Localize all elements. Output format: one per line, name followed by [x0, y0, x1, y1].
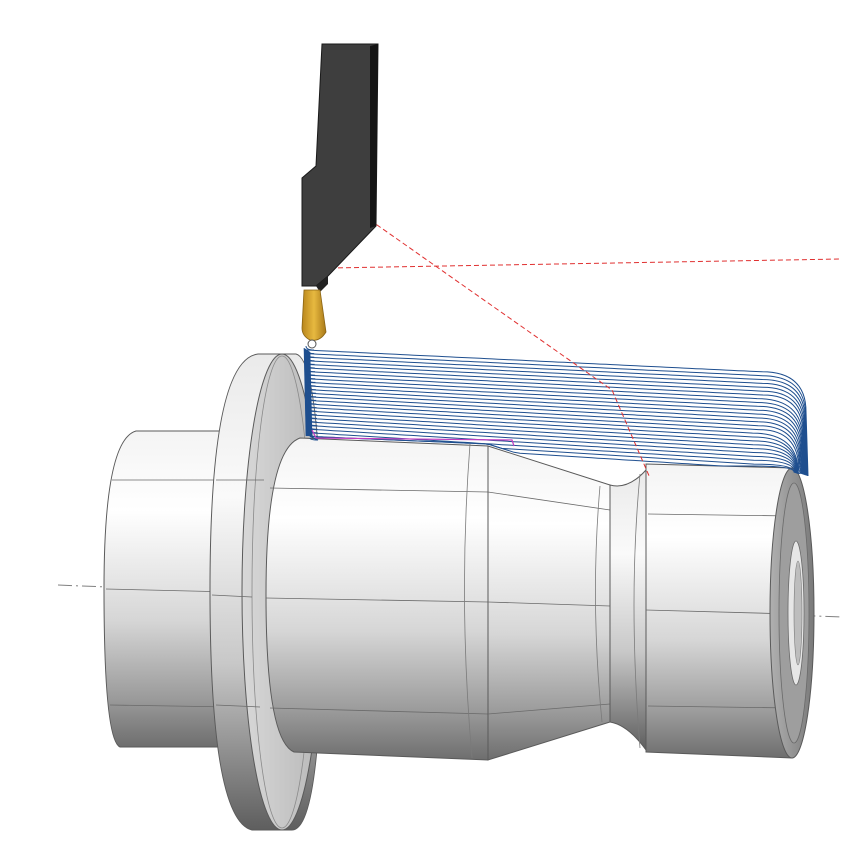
toolpath-pass — [307, 382, 804, 475]
toolpath-pass — [307, 386, 804, 475]
toolpath-pass — [305, 345, 809, 477]
toolpath-pass — [306, 375, 805, 475]
toolpath-pass — [305, 349, 809, 476]
toolpath-pass — [305, 356, 808, 476]
toolpath-pass — [308, 419, 799, 474]
toolpath-pass — [306, 360, 807, 476]
toolpath-pass — [307, 401, 802, 474]
toolpath-pass — [305, 353, 808, 476]
toolpath-pass — [309, 430, 797, 473]
toolpath-pass — [308, 412, 800, 474]
main-body-cylinder — [265, 437, 489, 761]
taper-section — [487, 445, 611, 761]
toolpath-highlight — [311, 429, 515, 447]
toolpath-pass — [308, 408, 800, 474]
toolpath-pass — [307, 397, 802, 474]
turning-tool-icon[interactable] — [301, 43, 379, 349]
toolpath-pass — [308, 415, 799, 474]
toolpath-pass — [306, 364, 807, 476]
toolpath-pass — [308, 423, 798, 474]
toolpath-pass — [309, 426, 798, 473]
toolpath-pass — [307, 390, 803, 475]
lead-lines — [329, 219, 841, 479]
toolpath-pass — [307, 393, 803, 475]
toolpath-pass — [306, 368, 806, 476]
toolpath-plunge — [309, 351, 313, 437]
toolpath-pass — [306, 371, 806, 475]
toolpath-pass — [306, 379, 805, 475]
toolpath-pass — [308, 404, 801, 474]
right-end-face — [769, 467, 815, 759]
